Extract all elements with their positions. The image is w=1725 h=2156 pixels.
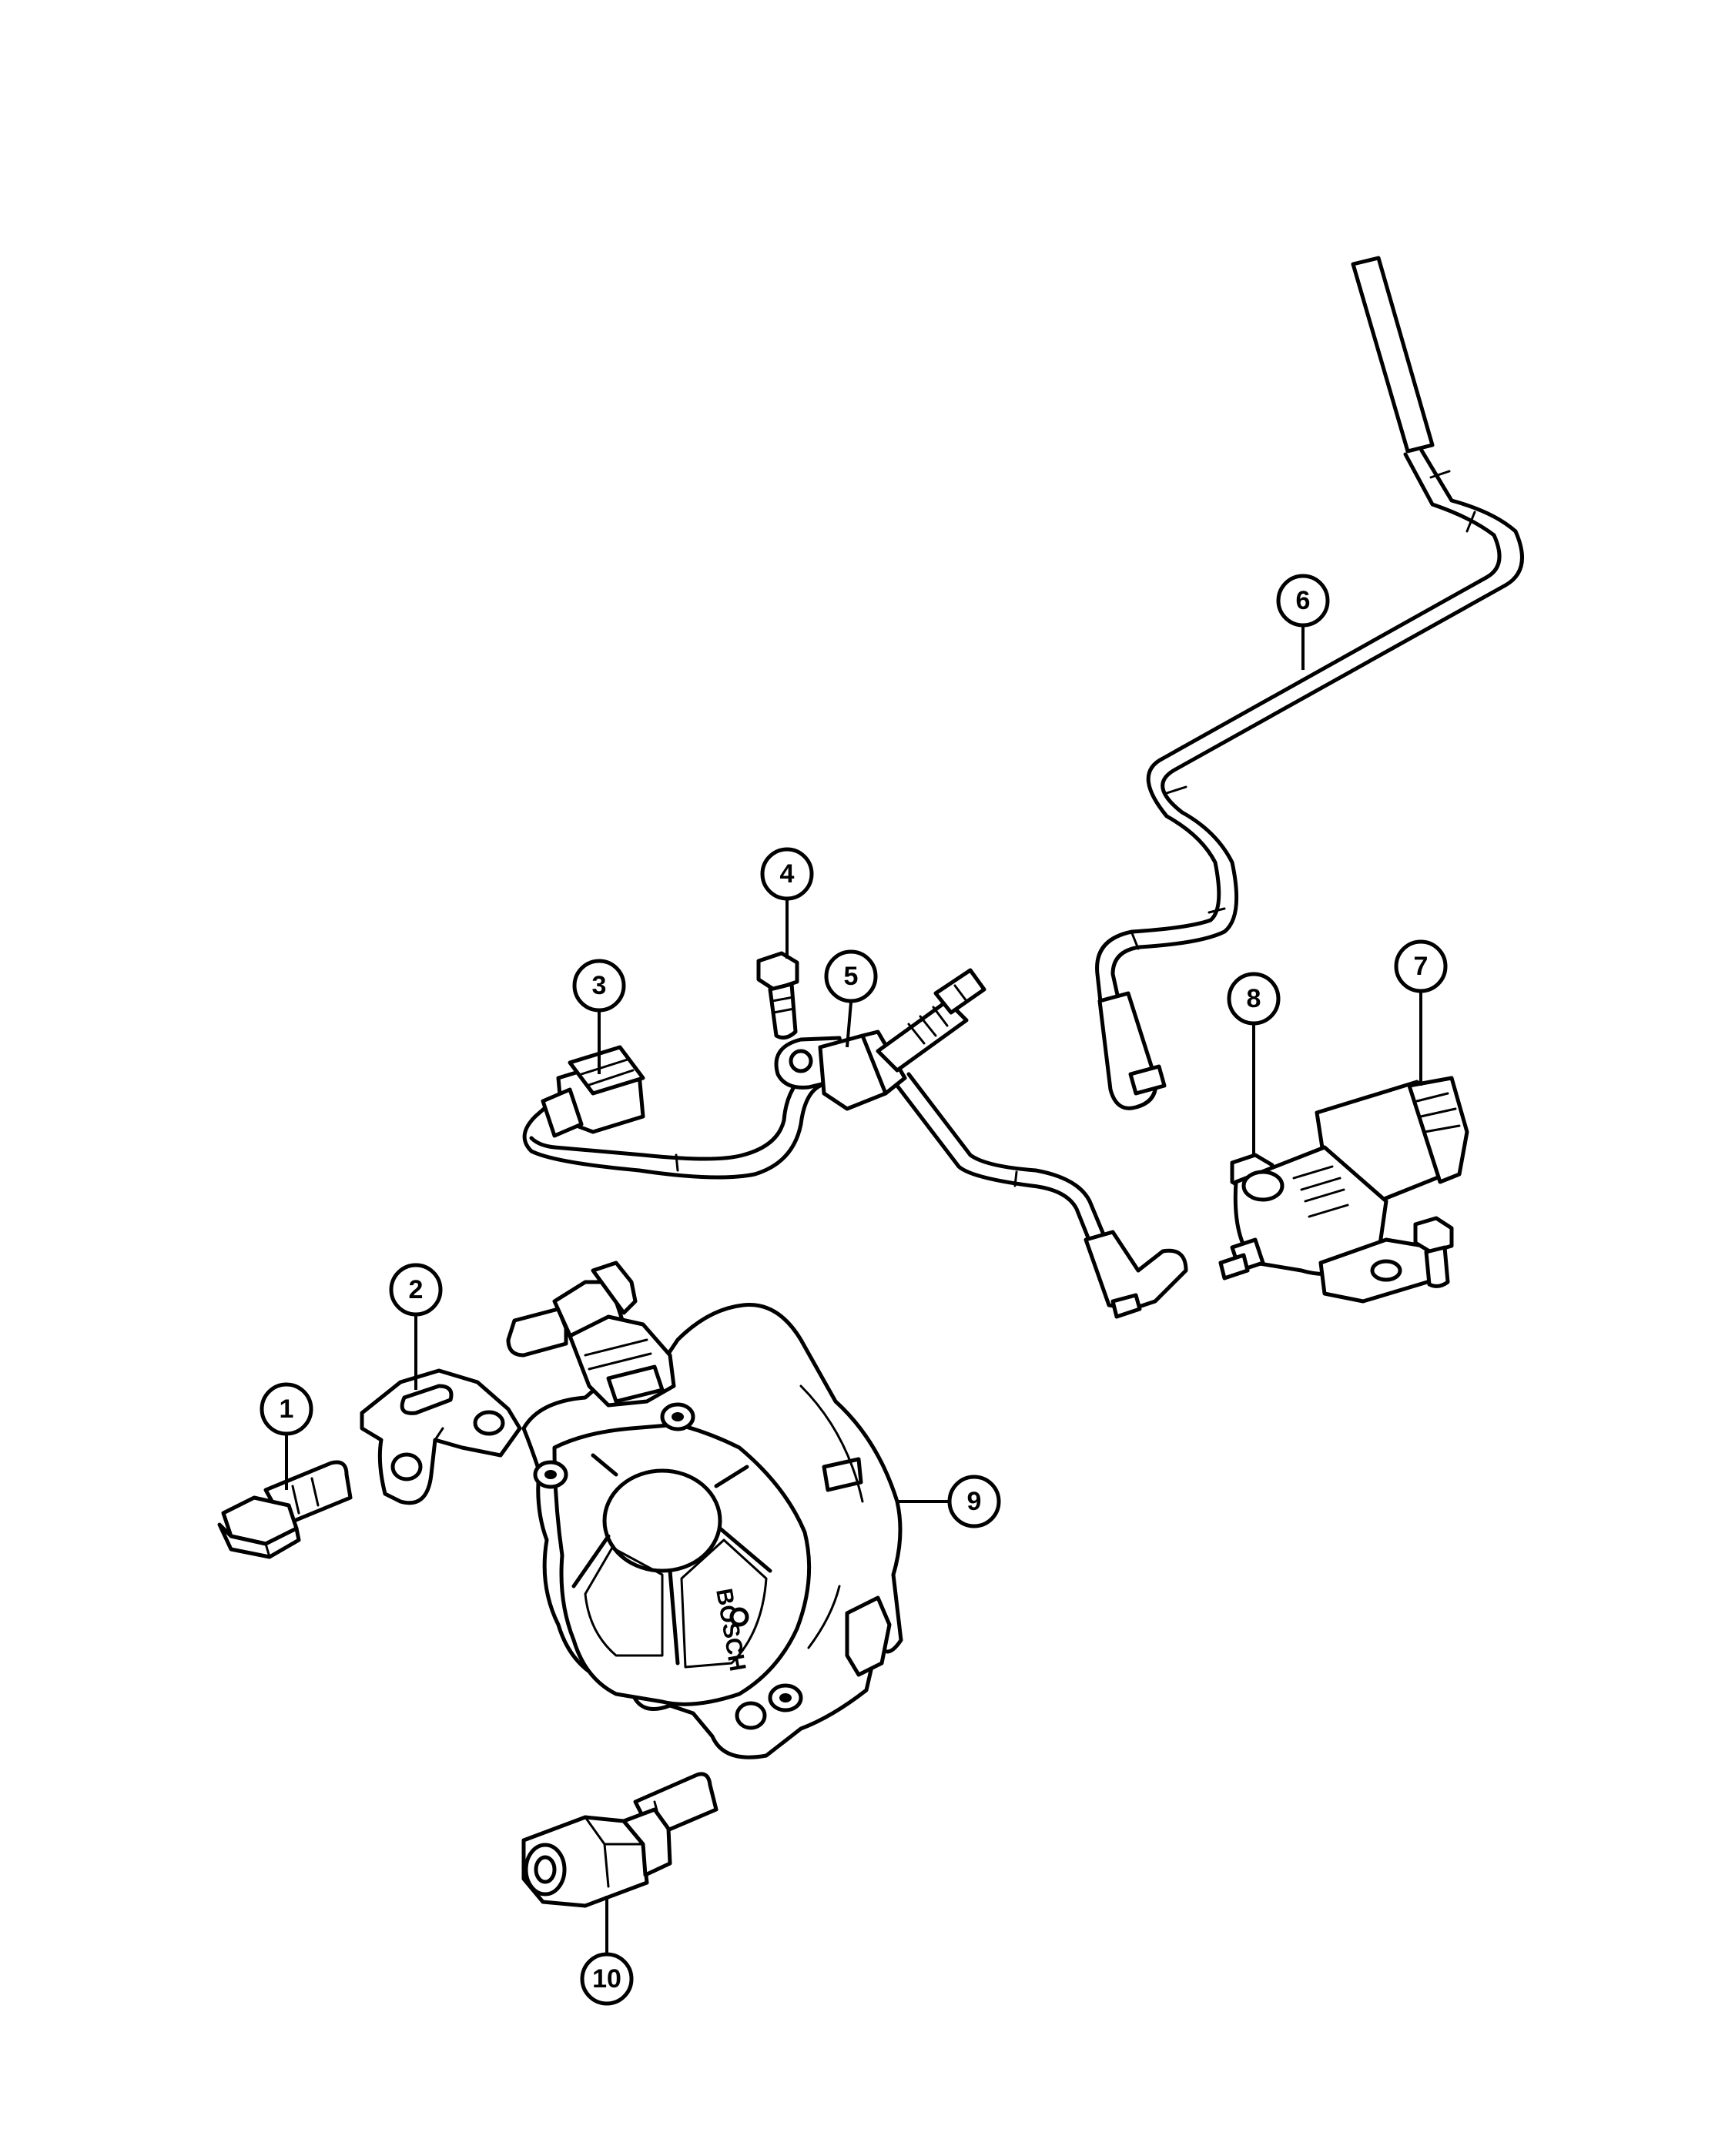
- callout-label: 9: [967, 1487, 982, 1516]
- callout-8: 8: [1227, 972, 1281, 1026]
- part-6-vacuum-tube: [1095, 256, 1524, 1110]
- callout-label: 3: [592, 971, 607, 1000]
- callout-5: 5: [824, 949, 878, 1003]
- callout-10: 10: [580, 1952, 634, 2006]
- part-4-bolt: [756, 951, 799, 1040]
- pump-screw: [533, 1460, 568, 1489]
- callout-label: 1: [280, 1394, 294, 1424]
- callout-3: 3: [572, 959, 626, 1013]
- callout-label: 8: [1247, 984, 1261, 1013]
- leader-lines: [285, 625, 1422, 1954]
- part-2-bracket: [360, 1368, 522, 1505]
- pump-screw: [768, 1683, 803, 1712]
- part-5-clamp-line: [774, 968, 1188, 1319]
- callout-label: 2: [409, 1275, 424, 1304]
- leader-5: [846, 1002, 852, 1048]
- part-10-stud: [521, 1772, 718, 1908]
- part-9-vacuum-pump: BOSCH: [506, 1260, 903, 1759]
- callout-9: 9: [947, 1475, 1001, 1528]
- callout-label: 6: [1296, 586, 1311, 615]
- callout-label: 5: [844, 962, 859, 991]
- callout-label: 4: [780, 859, 795, 889]
- callout-label: 7: [1414, 952, 1429, 981]
- callout-label: 10: [592, 1964, 621, 1994]
- callout-7: 7: [1394, 939, 1448, 993]
- part-1-flange-bolt: [217, 1460, 353, 1559]
- callout-1: 1: [260, 1382, 313, 1436]
- callout-6: 6: [1276, 574, 1330, 628]
- callout-2: 2: [389, 1263, 443, 1317]
- callout-4: 4: [760, 847, 814, 901]
- part-7-solenoid-valve: [1218, 1076, 1469, 1304]
- part-3-hose-connector: [522, 1045, 822, 1180]
- pump-screw: [660, 1402, 695, 1431]
